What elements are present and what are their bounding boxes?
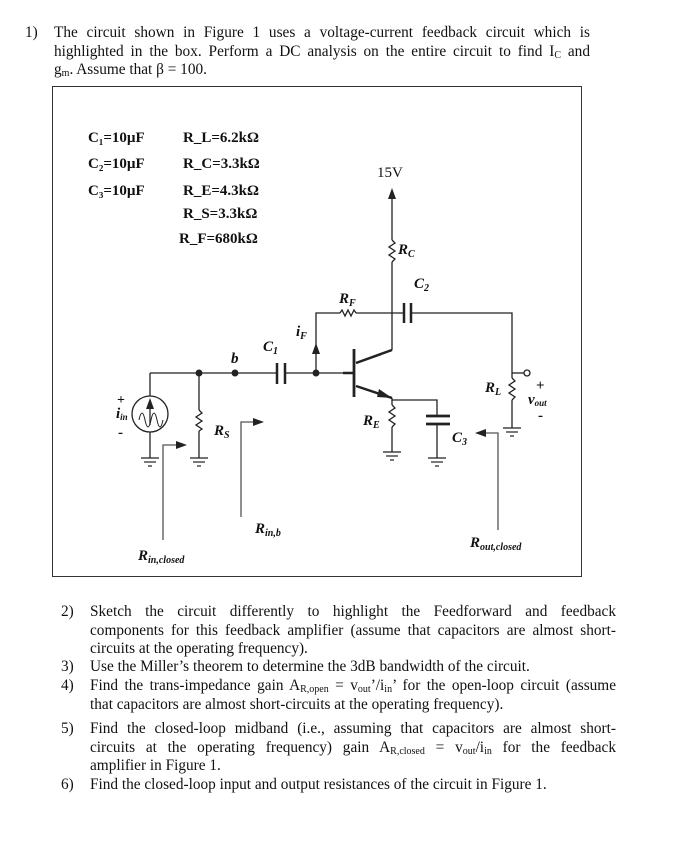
- rin-closed-arrow-icon: [176, 441, 187, 449]
- question-4: 4) Find the trans-impedance gain AR,open…: [61, 677, 616, 714]
- question-text: circuits at the operating frequency) gai…: [90, 738, 616, 757]
- question-number: 3): [61, 658, 74, 675]
- question-number: 1): [25, 24, 38, 41]
- question-6: 6) Find the closed-loop input and output…: [61, 776, 616, 795]
- value-rf: R_F=680kΩ: [179, 231, 258, 247]
- label-vout: vout: [528, 392, 547, 408]
- iin-plus: +: [117, 393, 125, 408]
- question-text: components for this feedback amplifier (…: [90, 621, 616, 639]
- if-arrow-icon: [312, 343, 320, 354]
- question-3: 3) Use the Miller’s theorem to determine…: [61, 658, 616, 677]
- question-number: 6): [61, 776, 74, 793]
- iin-minus: -: [118, 425, 123, 441]
- question-text: The circuit shown in Figure 1 uses a vol…: [54, 24, 590, 41]
- label-rf: RF: [338, 291, 356, 309]
- label-iin: iin: [116, 406, 128, 422]
- value-rs: R_S=3.3kΩ: [183, 206, 257, 222]
- question-text: Find the trans-impedance gain AR,open = …: [90, 677, 616, 695]
- vout-plus: +: [536, 378, 545, 394]
- ground-icon: [141, 427, 521, 467]
- question-text: Find the closed-loop midband (i.e., assu…: [90, 720, 616, 737]
- question-text: amplifier in Figure 1.: [90, 757, 221, 774]
- label-rs: RS: [213, 423, 230, 441]
- output-terminal: [523, 369, 531, 377]
- question-text: gm. Assume that β = 100.: [54, 61, 207, 79]
- question-number: 2): [61, 603, 74, 620]
- label-c3: C3: [452, 430, 467, 448]
- question-number: 4): [61, 677, 74, 694]
- bjt-transistor: [352, 349, 393, 400]
- label-c2: C2: [414, 276, 429, 294]
- component-values: C₁=10µF C₂=10µF C₃=10µF R_L=6.2kΩ R_C=3.…: [88, 130, 403, 247]
- resistor-rc: [387, 239, 397, 263]
- value-c1: C₁=10µF: [88, 130, 145, 146]
- question-1: 1) The circuit shown in Figure 1 uses a …: [25, 24, 590, 80]
- label-c1: C1: [263, 339, 278, 357]
- question-5: 5) Find the closed-loop midband (i.e., a…: [61, 720, 616, 776]
- value-rc: R_C=3.3kΩ: [183, 156, 260, 172]
- supply-voltage: 15V: [377, 165, 403, 181]
- figure-1-box: [52, 86, 582, 577]
- question-number: 5): [61, 720, 74, 737]
- label-if: iF: [296, 324, 307, 342]
- label-rout-closed: Rout,closed: [469, 535, 522, 553]
- label-rin-b: Rin,b: [254, 521, 281, 539]
- question-text: Find the closed-loop input and output re…: [90, 776, 547, 793]
- question-text: Sketch the circuit differently to highli…: [90, 603, 616, 620]
- rin-b-arrow-icon: [253, 418, 264, 426]
- supply-arrow-icon: [388, 188, 396, 199]
- value-c2: C₂=10µF: [88, 156, 145, 172]
- vout-minus: -: [538, 408, 543, 424]
- question-text: Use the Miller’s theorem to determine th…: [90, 658, 530, 675]
- question-text: that capacitors are almost short-circuit…: [90, 695, 504, 713]
- value-c3: C₃=10µF: [88, 183, 145, 199]
- label-rl: RL: [484, 380, 501, 398]
- label-rin-closed: Rin,closed: [137, 548, 185, 566]
- rout-closed-arrow-icon: [475, 429, 486, 437]
- question-text: circuits at the operating frequency).: [90, 640, 308, 657]
- label-node-b: b: [231, 351, 239, 367]
- resistor-re: [387, 404, 397, 428]
- value-rl: R_L=6.2kΩ: [183, 130, 259, 146]
- label-rc: RC: [397, 242, 415, 260]
- question-2: 2) Sketch the circuit differently to hig…: [61, 603, 616, 659]
- resistor-rf: [339, 308, 357, 318]
- value-re: R_E=4.3kΩ: [183, 183, 259, 199]
- label-re: RE: [362, 413, 380, 431]
- resistor-rs: [194, 409, 204, 432]
- resistor-rl: [507, 377, 517, 401]
- question-text: highlighted in the box. Perform a DC ana…: [54, 42, 590, 61]
